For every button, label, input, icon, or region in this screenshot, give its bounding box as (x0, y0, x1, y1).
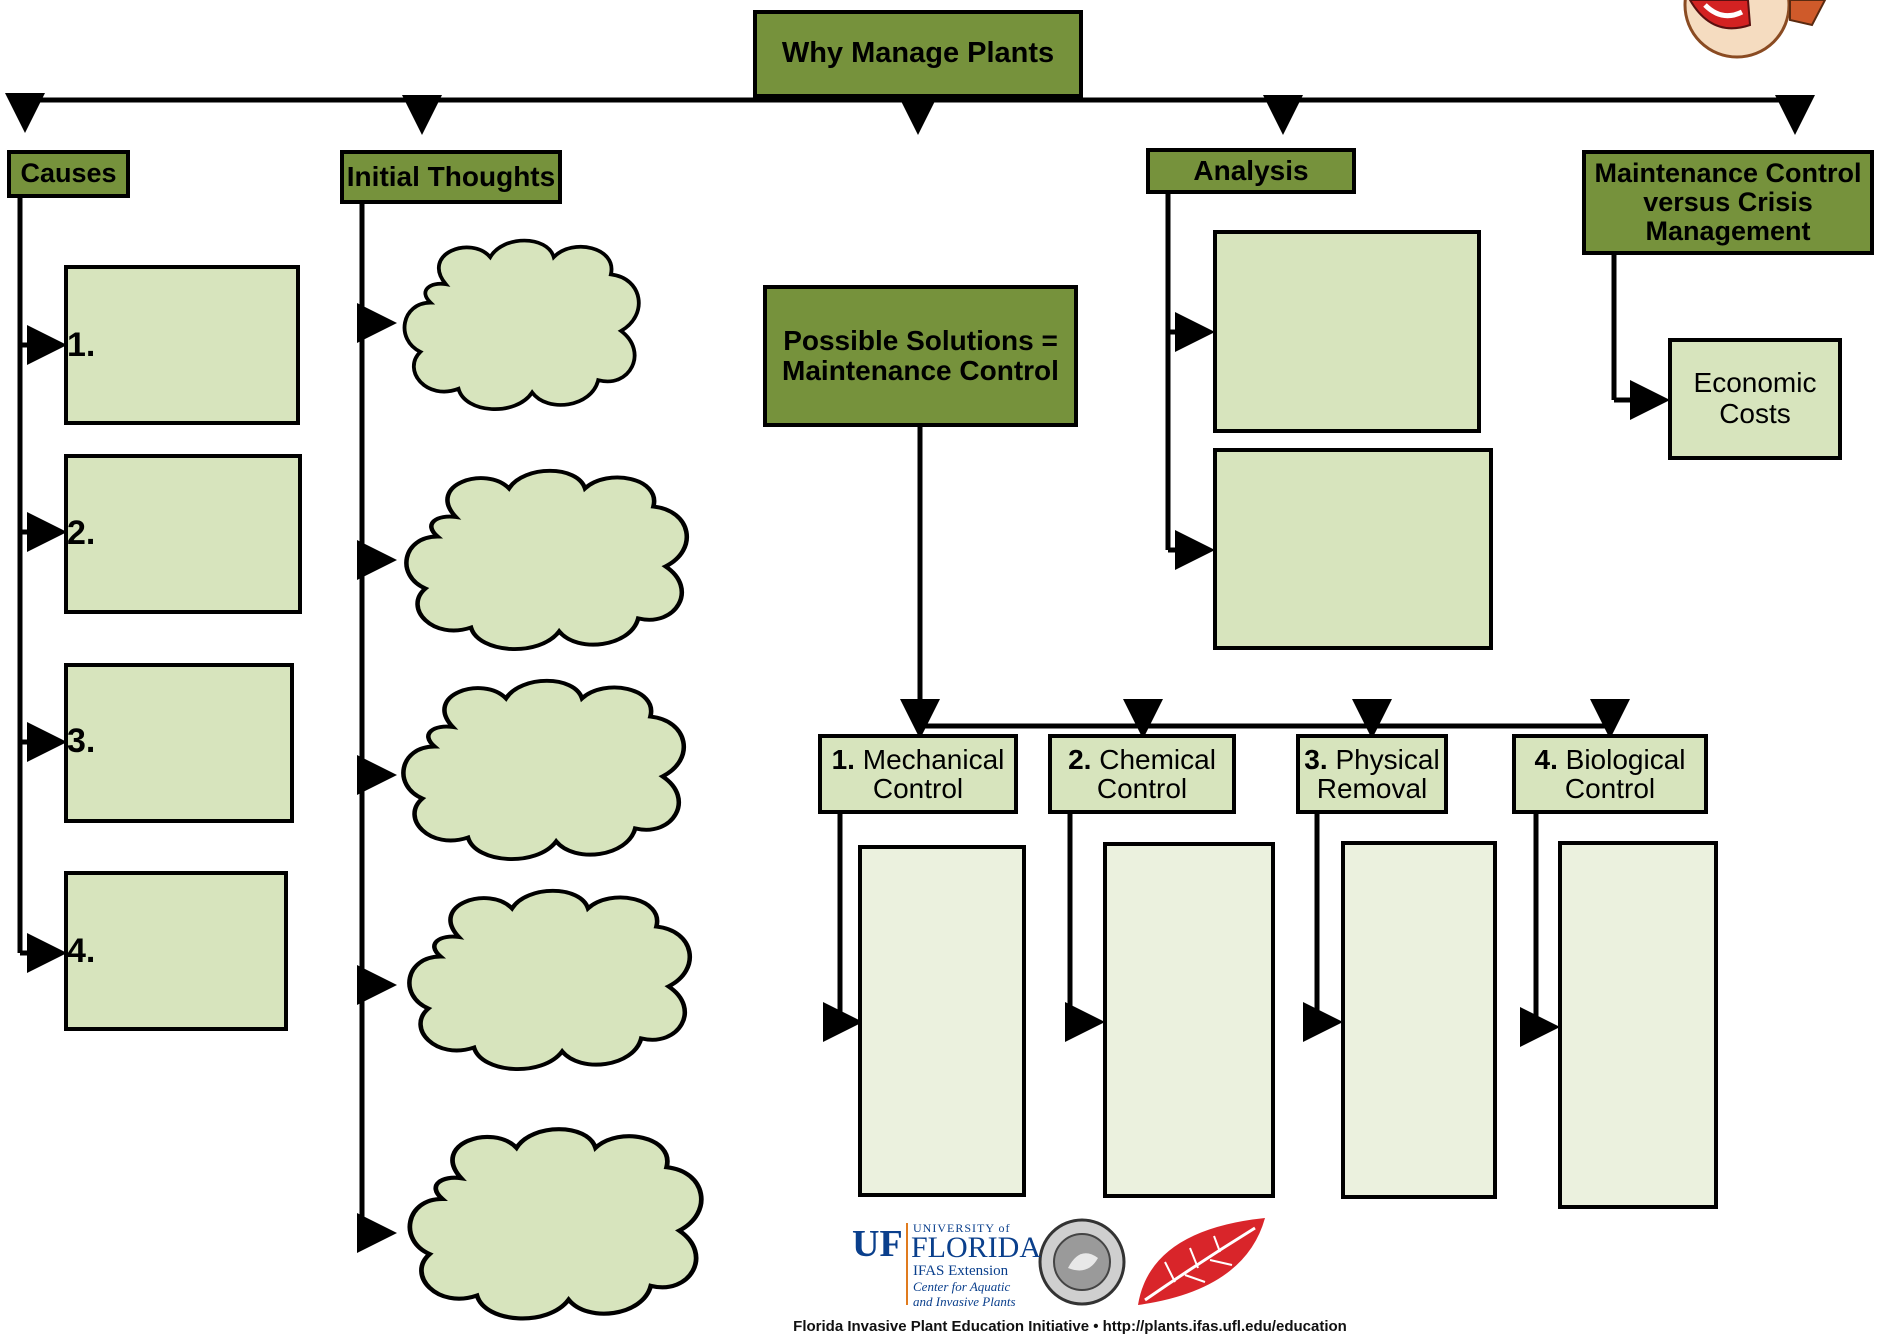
cause-number-3: 3. (67, 722, 96, 760)
thought-cloud[interactable] (403, 681, 683, 859)
control-header-3: 3. Physical Removal (1296, 734, 1448, 814)
thought-cloud[interactable] (409, 891, 689, 1069)
uf-logo-divider (906, 1223, 908, 1305)
title-box: Why Manage Plants (753, 10, 1083, 98)
control-label-3: Physical Removal (1316, 743, 1440, 804)
economic-costs-label: Economic Costs (1693, 367, 1817, 429)
uf-logo-letters: UF (852, 1223, 903, 1265)
control-number-4: 4. (1534, 743, 1558, 775)
cause-box-3[interactable] (64, 663, 294, 823)
ifas-extension-line3: and Invasive Plants (913, 1294, 1016, 1309)
fwc-seal-icon (1038, 1218, 1126, 1306)
control-number-1: 1. (831, 743, 855, 775)
cause-number-2: 2. (67, 514, 96, 552)
maintenance-header: Maintenance Control versus Crisis Manage… (1582, 150, 1874, 255)
cause-number-1: 1. (67, 326, 96, 364)
cause-box-1[interactable] (64, 265, 300, 425)
possible-solutions-label: Possible Solutions = Maintenance Control (782, 324, 1059, 386)
control-box-1[interactable] (858, 845, 1026, 1197)
initial-thoughts-header: Initial Thoughts (340, 150, 562, 204)
control-box-3[interactable] (1341, 841, 1497, 1199)
cause-box-4[interactable] (64, 871, 288, 1031)
analysis-box-2[interactable] (1213, 448, 1493, 650)
control-label-1: Mechanical Control (862, 743, 1005, 804)
causes-header: Causes (7, 150, 130, 198)
cartoon-character-icon (1683, 0, 1827, 59)
control-label-4: Biological Control (1564, 743, 1686, 804)
thought-cloud[interactable] (410, 1129, 701, 1318)
control-header-2: 2. Chemical Control (1048, 734, 1236, 814)
maintenance-label: Maintenance Control versus Crisis Manage… (1594, 157, 1862, 247)
red-leaf-logo-icon (1138, 1218, 1265, 1305)
uf-university-of: UNIVERSITY of (913, 1221, 1011, 1235)
initial-thoughts-label: Initial Thoughts (346, 160, 556, 192)
cause-number-4: 4. (67, 932, 96, 970)
analysis-header: Analysis (1146, 148, 1356, 194)
economic-costs-box: Economic Costs (1668, 338, 1842, 460)
footer-credit: Florida Invasive Plant Education Initiat… (793, 1318, 1347, 1335)
thought-cloud[interactable] (406, 471, 686, 649)
control-number-2: 2. (1068, 743, 1092, 775)
thought-cloud[interactable] (402, 238, 641, 412)
possible-solutions-box: Possible Solutions = Maintenance Control (763, 285, 1078, 427)
analysis-box-1[interactable] (1213, 230, 1481, 433)
control-number-3: 3. (1304, 743, 1328, 775)
control-header-1: 1. Mechanical Control (818, 734, 1018, 814)
control-box-4[interactable] (1558, 841, 1718, 1209)
control-box-2[interactable] (1103, 842, 1275, 1198)
ifas-extension-line1: IFAS Extension (913, 1263, 1009, 1279)
control-label-2: Chemical Control (1096, 743, 1216, 804)
ifas-extension-line2: Center for Aquatic (913, 1279, 1011, 1294)
uf-florida: FLORIDA (911, 1231, 1042, 1264)
control-header-4: 4. Biological Control (1512, 734, 1708, 814)
causes-label: Causes (20, 158, 117, 189)
title-text: Why Manage Plants (781, 37, 1055, 70)
analysis-label: Analysis (1193, 154, 1309, 186)
cause-box-2[interactable] (64, 454, 302, 614)
